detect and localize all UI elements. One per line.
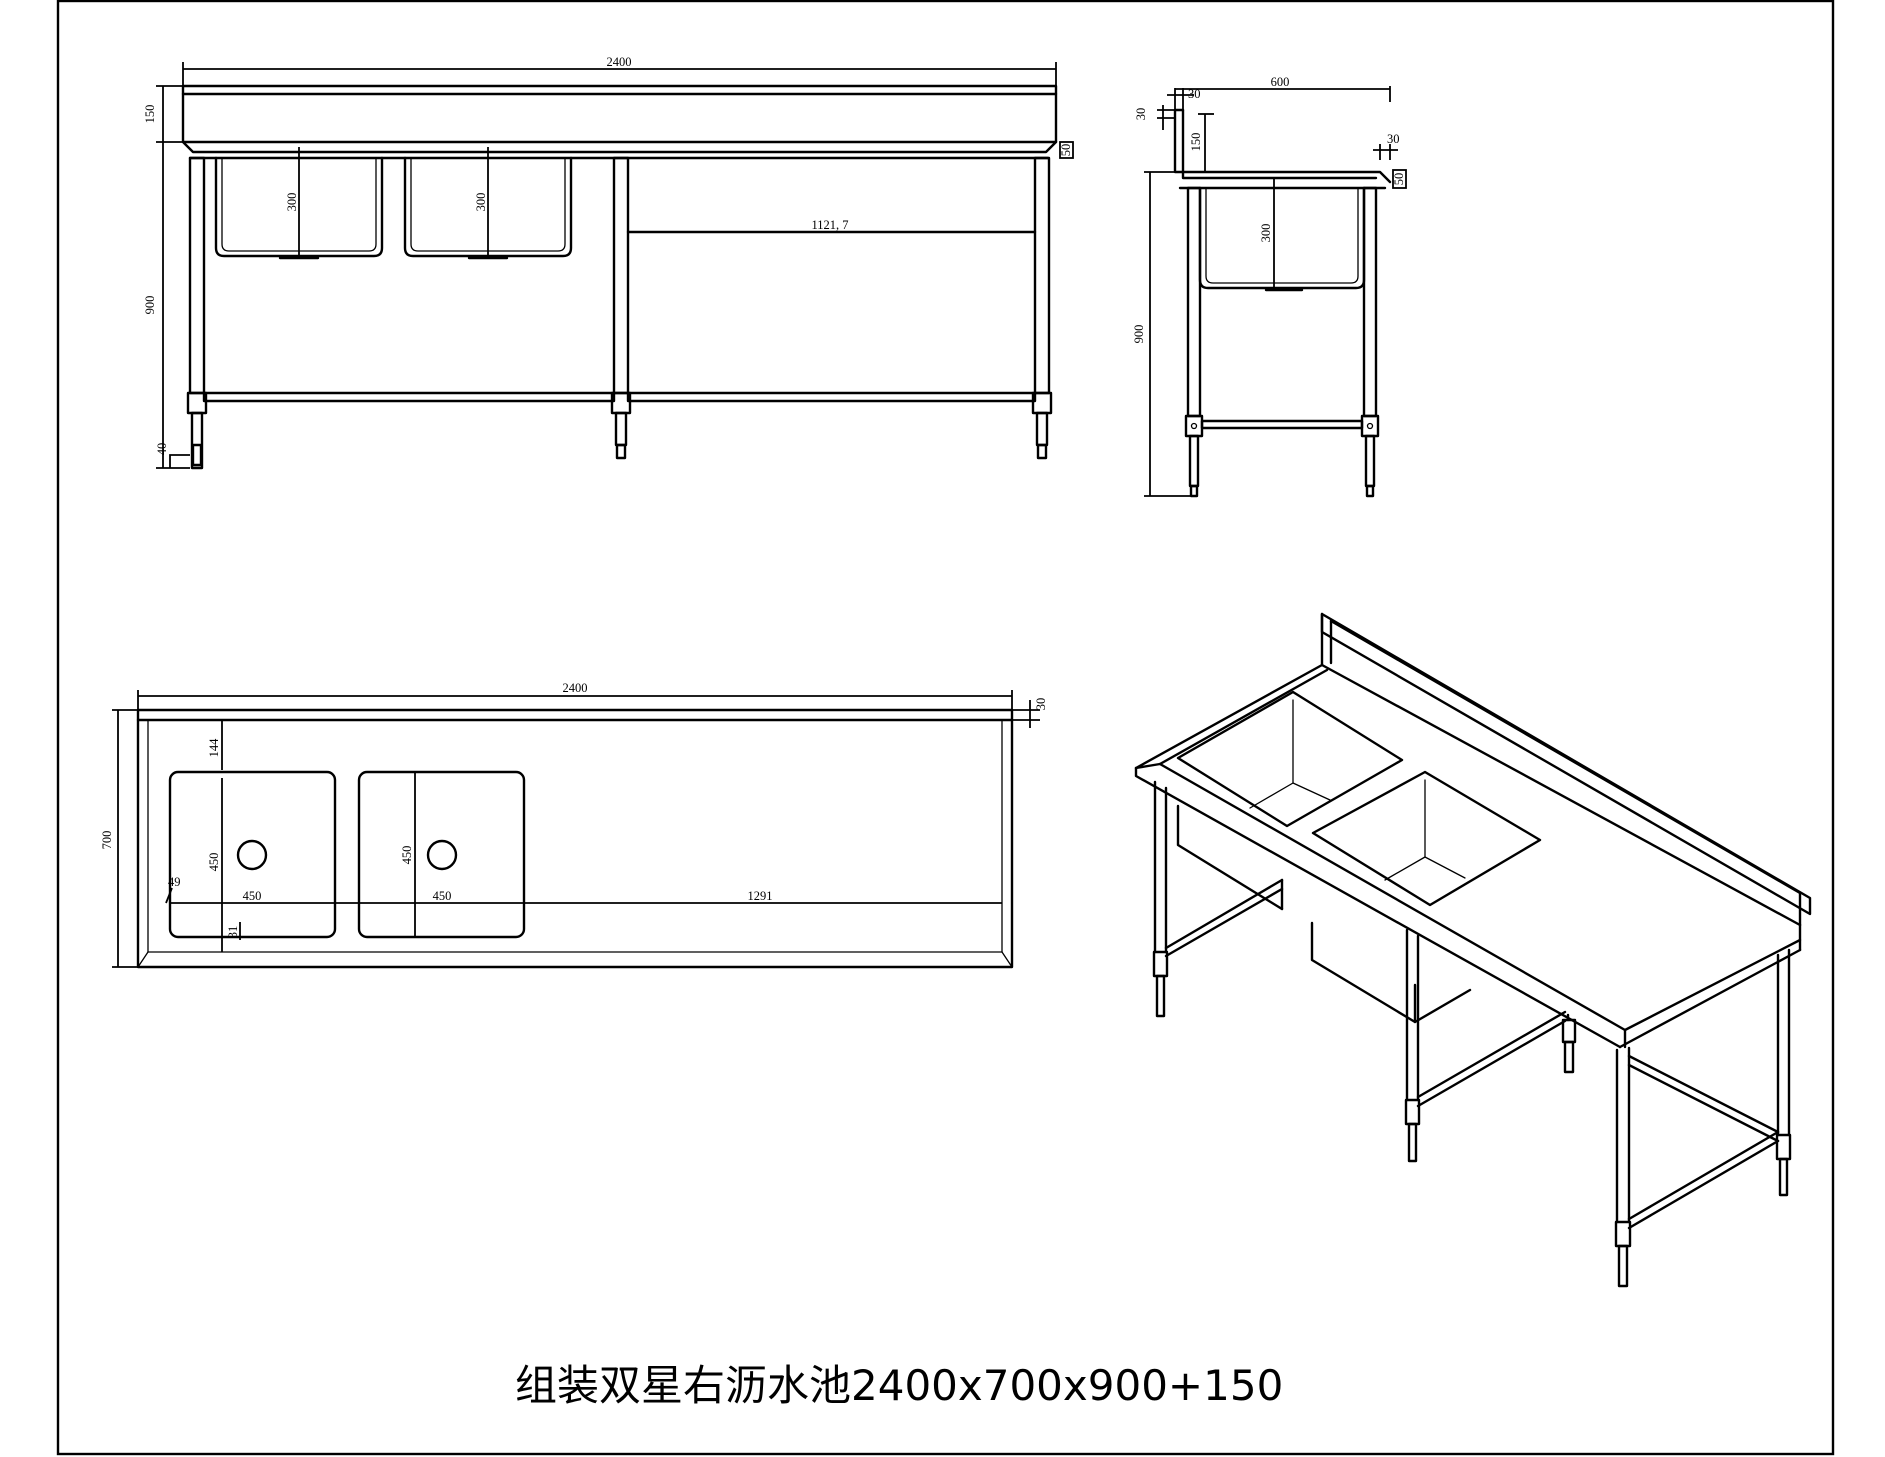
front-height-900-label: 900 — [143, 296, 157, 315]
side-lip-30-top-label: 30 — [1188, 87, 1201, 101]
front-edge-50-label: 50 — [1059, 144, 1073, 157]
front-drainboard-label: 1121, 7 — [811, 218, 848, 232]
side-view: 600 30 30 150 30 50 300 900 — [1132, 75, 1407, 498]
front-bowl2-depth-label: 300 — [474, 193, 488, 212]
side-lip-30-right-label: 30 — [1387, 132, 1400, 146]
side-edge-50-label: 50 — [1392, 173, 1406, 186]
top-depth-700-label: 700 — [100, 831, 114, 850]
drawing-title: 组装双星右沥水池2400x700x900+150 — [515, 1361, 1283, 1410]
side-height-150-label: 150 — [1189, 133, 1203, 152]
side-lip-30-left-label: 30 — [1134, 108, 1148, 121]
front-bowl1-depth-label: 300 — [285, 193, 299, 212]
side-bowl-depth-label: 300 — [1259, 224, 1273, 243]
top-bowl1-depth-label: 450 — [207, 853, 221, 872]
top-margin-49-label: 49 — [168, 875, 181, 889]
side-depth-600-label: 600 — [1271, 75, 1290, 89]
isometric-view — [1134, 612, 1812, 1288]
front-view: 2400 150 900 40 50 300 300 1121, 7 — [143, 55, 1074, 470]
top-drainboard-label: 1291 — [748, 889, 773, 903]
drawing-border — [56, 0, 1835, 1456]
front-height-150-label: 150 — [143, 105, 157, 124]
side-height-900-label: 900 — [1132, 325, 1146, 344]
top-width-label: 2400 — [563, 681, 588, 695]
top-view: 144 450 450 450 450 1291 49 31 2400 700 … — [100, 681, 1048, 969]
front-height-40-label: 40 — [155, 443, 169, 456]
front-width-label: 2400 — [607, 55, 632, 69]
top-bowl2-width-label: 450 — [433, 889, 452, 903]
top-bowl2-depth-label: 450 — [400, 846, 414, 865]
top-margin-31-label: 31 — [226, 926, 240, 939]
top-lip-30-label: 30 — [1034, 698, 1048, 711]
top-bowl1-width-label: 450 — [243, 889, 262, 903]
top-offset-144-label: 144 — [207, 738, 221, 758]
